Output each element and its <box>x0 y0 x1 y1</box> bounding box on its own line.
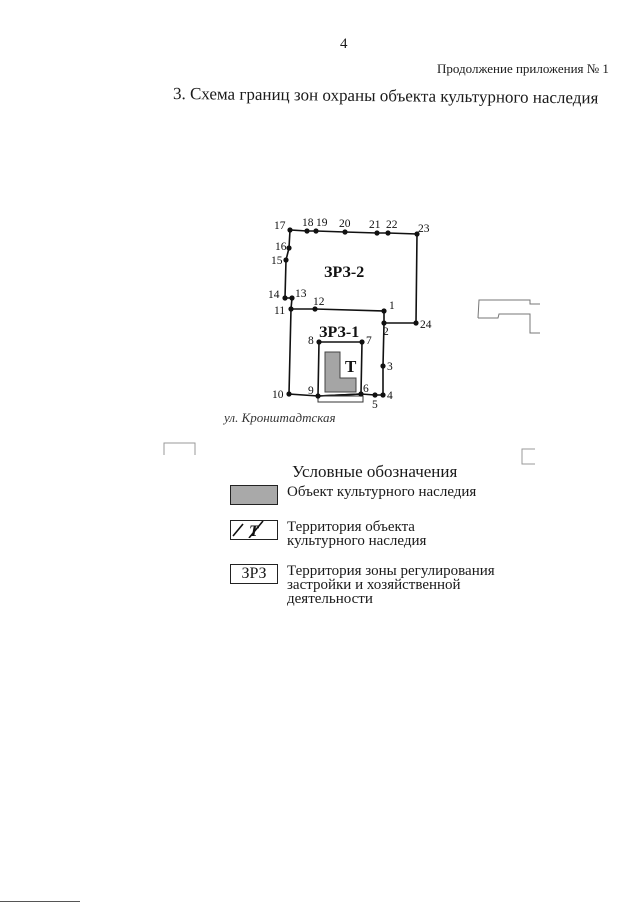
boundary-point-marker <box>380 363 386 369</box>
zrz-2-boundary <box>284 229 418 324</box>
territory-swatch-text: Т <box>249 523 260 538</box>
boundary-point-label: 17 <box>274 220 286 232</box>
boundary-point-label: 23 <box>418 223 430 235</box>
legend-item-heritage-object: Объект культурного наследия <box>230 485 476 505</box>
boundary-point-label: 7 <box>366 335 372 347</box>
heritage-object-swatch-icon <box>230 485 278 505</box>
boundary-point-label: 5 <box>372 399 378 411</box>
legend-text-line: Территория зоны регулирования <box>287 563 495 579</box>
territory-swatch-icon: Т <box>230 520 278 540</box>
boundary-point-label: 1 <box>389 300 395 312</box>
boundary-point-label: 18 <box>302 217 314 229</box>
boundary-point-label: 9 <box>308 385 314 397</box>
boundary-point-marker <box>381 308 387 314</box>
boundary-point-label: 14 <box>268 289 280 301</box>
boundary-point-marker <box>414 231 420 237</box>
zone-swatch-icon: ЗРЗ <box>230 564 278 584</box>
zone-label-zrz-1: ЗРЗ-1 <box>319 324 359 341</box>
heritage-object <box>324 351 357 393</box>
legend-item-object-territory: Т Территория объекта культурного наследи… <box>230 519 427 549</box>
footer-rule <box>0 901 80 902</box>
boundary-point-label: 15 <box>271 255 283 267</box>
boundary-point-label: 24 <box>420 319 432 331</box>
boundary-point-label: 2 <box>383 326 389 338</box>
street-label: ул. Кронштадтская <box>224 410 336 425</box>
neighbor-building-outline <box>477 299 540 319</box>
boundary-point-label: 6 <box>363 383 369 395</box>
legend-item-zone: ЗРЗ Территория зоны регулирования застро… <box>230 563 495 607</box>
boundary-point-label: 22 <box>386 219 398 231</box>
boundary-point-marker <box>315 393 321 399</box>
legend-text-line: Территория объекта <box>287 519 415 535</box>
boundary-point-marker <box>287 227 293 233</box>
boundary-point-marker <box>358 391 364 397</box>
street-strip <box>317 395 364 403</box>
boundary-point-marker <box>359 339 365 345</box>
boundary-point-marker <box>381 320 387 326</box>
small-outline-right <box>521 448 535 465</box>
page-number: 4 <box>340 36 348 52</box>
boundary-point-label: 19 <box>316 217 328 229</box>
boundary-point-label: 10 <box>272 389 284 401</box>
boundary-point-marker <box>282 295 288 301</box>
boundary-point-marker <box>286 391 292 397</box>
boundary-point-marker <box>283 257 289 263</box>
small-outline-left <box>163 442 196 455</box>
boundary-point-label: 4 <box>387 390 393 402</box>
legend-text-line: деятельности <box>287 591 373 607</box>
boundary-point-label: 20 <box>339 218 351 230</box>
neighbor-building-outline-2 <box>478 313 540 334</box>
boundary-point-label: 21 <box>369 219 381 231</box>
boundary-point-label: 11 <box>274 305 285 317</box>
legend-text-line: культурного наследия <box>287 533 427 549</box>
boundary-point-marker <box>312 306 318 312</box>
boundary-point-marker <box>342 229 348 235</box>
boundary-point-marker <box>374 230 380 236</box>
boundary-point-marker <box>304 228 310 234</box>
zone-swatch-text: ЗРЗ <box>241 565 267 582</box>
boundary-point-marker <box>380 392 386 398</box>
boundary-point-label: 16 <box>275 241 287 253</box>
boundary-point-marker <box>313 228 319 234</box>
boundary-point-label: 8 <box>308 335 314 347</box>
legend-title: Условные обозначения <box>292 462 458 481</box>
boundary-point-marker <box>413 320 419 326</box>
boundary-point-marker <box>289 295 295 301</box>
boundary-point-marker <box>372 392 378 398</box>
legend-text-line: Объект культурного наследия <box>287 484 477 500</box>
boundary-point-marker <box>286 245 292 251</box>
territory-label: Т <box>345 357 357 376</box>
boundary-point-label: 12 <box>313 296 325 308</box>
zone-label-zrz-2: ЗРЗ-2 <box>324 264 364 281</box>
appendix-note: Продолжение приложения № 1 <box>437 61 609 76</box>
boundary-point-marker <box>288 306 294 312</box>
boundary-point-marker <box>385 230 391 236</box>
boundary-point-marker <box>316 339 322 345</box>
boundary-point-label: 13 <box>295 288 307 300</box>
boundary-point-label: 3 <box>387 361 393 373</box>
legend-text-line: застройки и хозяйственной <box>287 577 461 593</box>
